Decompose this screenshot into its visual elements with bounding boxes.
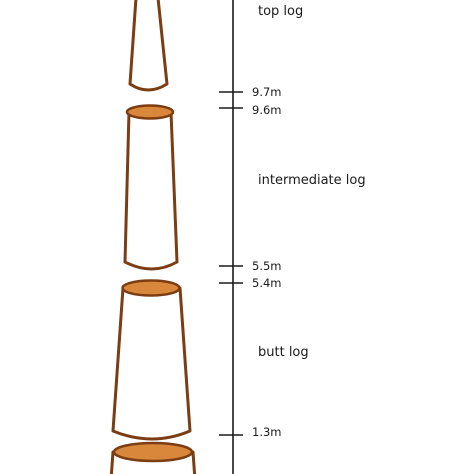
- stump: [109, 441, 197, 474]
- top-log-body: [128, 0, 169, 92]
- intermediate-log-cut-face: [125, 104, 175, 120]
- section-label-top-log: top log: [258, 4, 303, 19]
- section-label-butt-log: butt log: [258, 345, 309, 360]
- stump-cut-face: [112, 441, 194, 463]
- height-mark-label: 1.3m: [252, 425, 282, 439]
- height-mark-1-3m: 1.3m: [219, 425, 282, 439]
- section-label-intermediate-log: intermediate log: [258, 173, 366, 188]
- intermediate-log: [123, 104, 179, 271]
- height-mark-9-6m: 9.6m: [219, 103, 282, 117]
- height-mark-label: 9.7m: [252, 85, 282, 99]
- intermediate-log-body: [123, 110, 179, 271]
- height-mark-9-7m: 9.7m: [219, 85, 282, 99]
- height-mark-5-5m: 5.5m: [219, 259, 282, 273]
- butt-log-cut-face: [121, 279, 181, 297]
- height-mark-label: 5.5m: [252, 259, 282, 273]
- butt-log-body: [111, 286, 192, 441]
- top-log: [128, 0, 169, 92]
- butt-log: [111, 279, 192, 441]
- height-mark-5-4m: 5.4m: [219, 276, 282, 290]
- height-mark-label: 9.6m: [252, 103, 282, 117]
- height-mark-label: 5.4m: [252, 276, 282, 290]
